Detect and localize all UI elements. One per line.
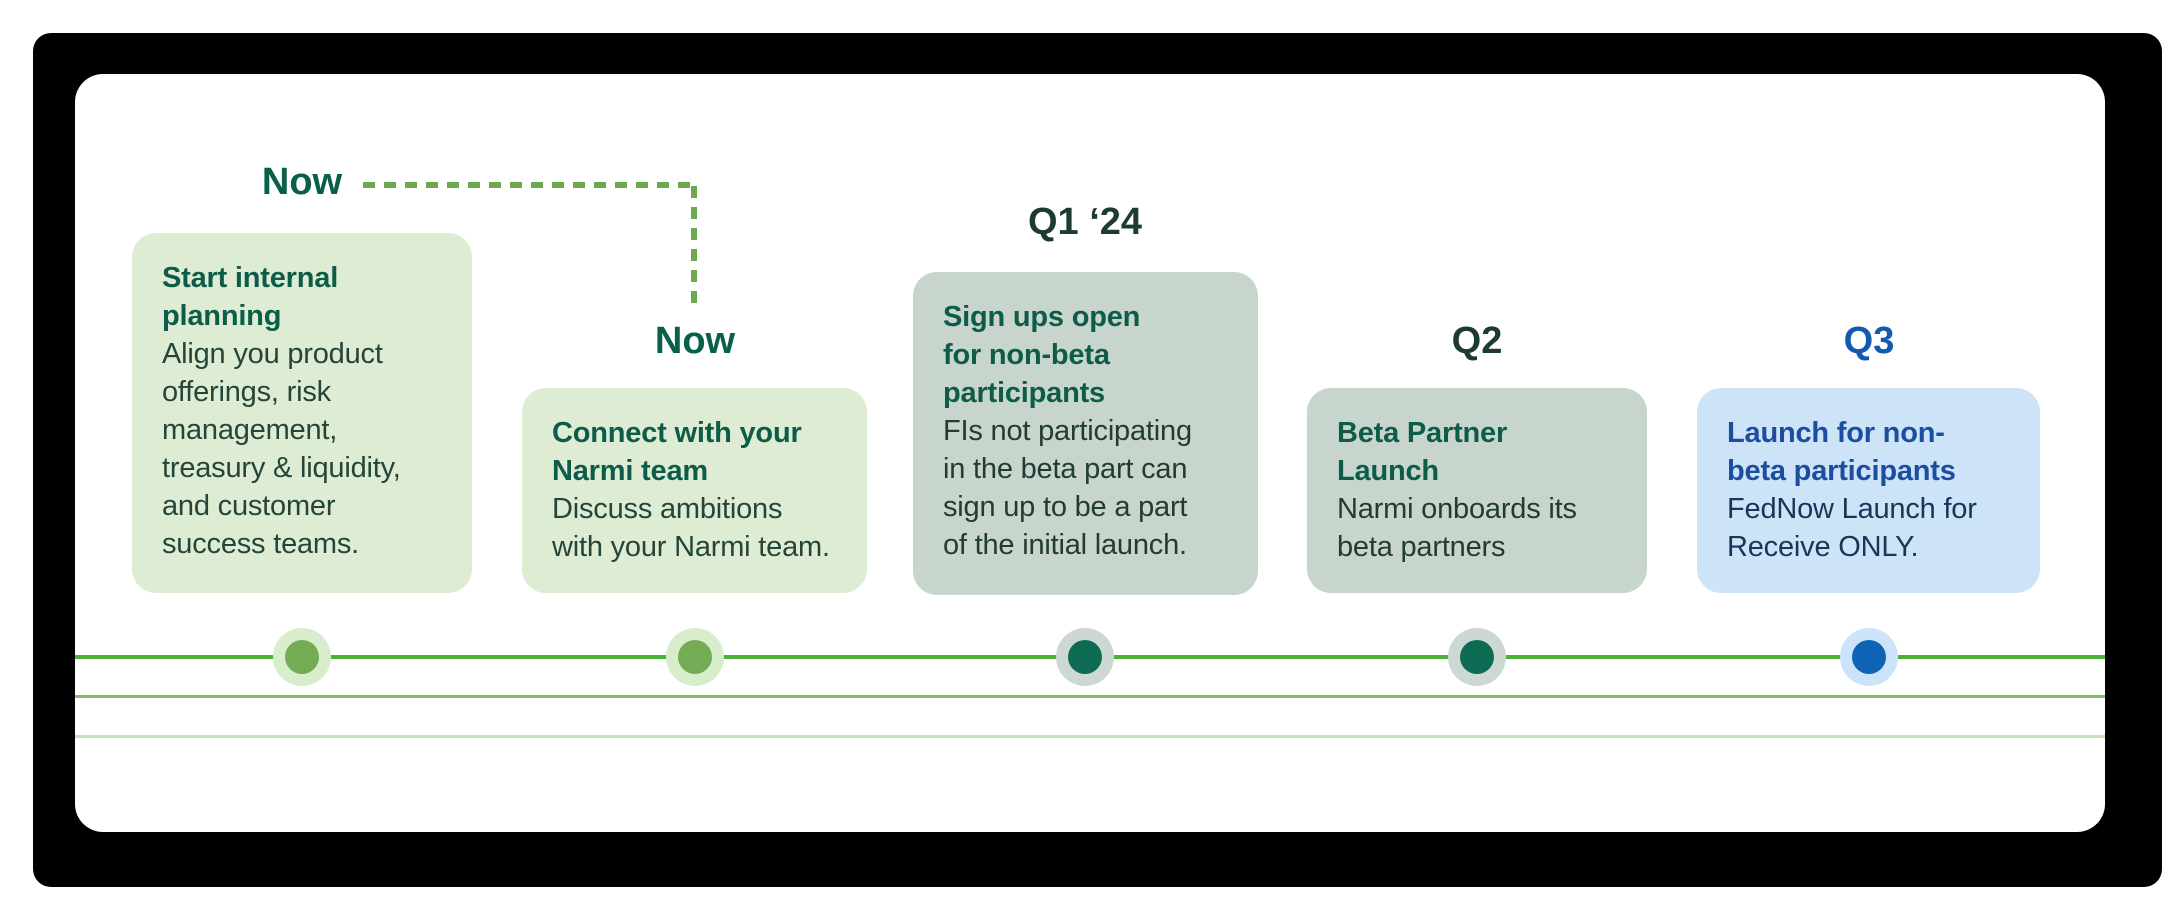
milestone-label-now-2: Now bbox=[654, 320, 736, 362]
timeline-dot-core bbox=[678, 640, 712, 674]
timeline-dot-now-2 bbox=[666, 628, 724, 686]
card-body: Align you product offerings, risk manage… bbox=[162, 338, 401, 560]
black-frame: Now Now Q1 ‘24 Q2 Q3 Start internal plan… bbox=[33, 33, 2162, 887]
timeline-line-secondary bbox=[75, 695, 2105, 698]
card-title: Launch for non- beta participants bbox=[1727, 417, 1956, 487]
dashed-connector-horizontal bbox=[363, 182, 697, 188]
milestone-label-now-1: Now bbox=[261, 161, 343, 203]
card-title: Sign ups open for non-beta participants bbox=[943, 301, 1141, 409]
timeline-dot-core bbox=[1460, 640, 1494, 674]
milestone-card-signups-open: Sign ups open for non-beta participants … bbox=[913, 272, 1258, 595]
card-title: Connect with your Narmi team bbox=[552, 417, 802, 487]
timeline-dot-q1 bbox=[1056, 628, 1114, 686]
milestone-card-nonbeta-launch: Launch for non- beta participants FedNow… bbox=[1697, 388, 2040, 593]
timeline-dot-core bbox=[285, 640, 319, 674]
milestone-card-beta-partner-launch: Beta Partner Launch Narmi onboards its b… bbox=[1307, 388, 1647, 593]
milestone-card-connect-with-narmi: Connect with your Narmi team Discuss amb… bbox=[522, 388, 867, 593]
milestone-card-start-internal-planning: Start internal planning Align you produc… bbox=[132, 233, 472, 593]
card-title: Start internal planning bbox=[162, 262, 339, 332]
timeline-dot-core bbox=[1068, 640, 1102, 674]
timeline-line-tertiary bbox=[75, 735, 2105, 738]
timeline-dot-now-1 bbox=[273, 628, 331, 686]
timeline-dot-core bbox=[1852, 640, 1886, 674]
milestone-label-q2: Q2 bbox=[1451, 320, 1503, 362]
card-body: Discuss ambitions with your Narmi team. bbox=[552, 493, 830, 563]
milestone-label-q1-24: Q1 ‘24 bbox=[1027, 201, 1143, 243]
timeline-dot-q3 bbox=[1840, 628, 1898, 686]
timeline-dot-q2 bbox=[1448, 628, 1506, 686]
card-body: FIs not participating in the beta part c… bbox=[943, 415, 1192, 561]
card-body: FedNow Launch for Receive ONLY. bbox=[1727, 493, 1977, 563]
card-title: Beta Partner Launch bbox=[1337, 417, 1508, 487]
milestone-label-q3: Q3 bbox=[1843, 320, 1895, 362]
card-body: Narmi onboards its beta partners bbox=[1337, 493, 1577, 563]
dashed-connector-vertical bbox=[691, 186, 697, 308]
timeline-panel: Now Now Q1 ‘24 Q2 Q3 Start internal plan… bbox=[75, 74, 2105, 832]
